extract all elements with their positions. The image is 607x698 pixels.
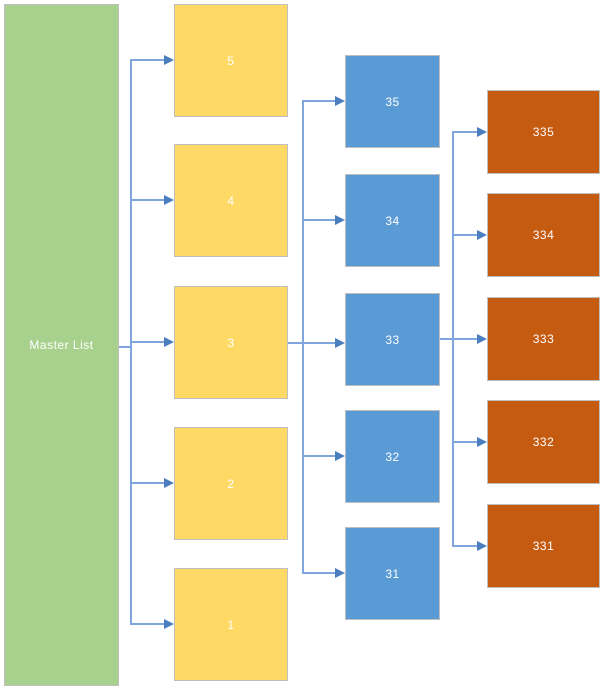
arrowhead-to-node-331 <box>477 541 487 551</box>
arrowhead-to-node-332 <box>477 437 487 447</box>
node-5-label: 5 <box>227 53 235 68</box>
node-32[interactable]: 32 <box>345 410 440 503</box>
arrowhead-to-node-32 <box>335 451 345 461</box>
node-2-label: 2 <box>227 476 235 491</box>
arrowhead-to-node-3 <box>164 337 174 347</box>
node-master-list-label: Master List <box>29 338 94 352</box>
connector-node-33-to-node-333 <box>440 338 477 340</box>
connector-to-node-1 <box>130 623 165 625</box>
node-334-label: 334 <box>532 228 555 242</box>
connector-to-node-3 <box>130 341 165 343</box>
node-35-label: 35 <box>385 94 400 109</box>
connector-node-3-to-node-33 <box>288 342 335 344</box>
connector-to-node-35 <box>302 100 336 102</box>
node-332-label: 332 <box>532 435 555 449</box>
arrowhead-to-node-334 <box>477 230 487 240</box>
node-31[interactable]: 31 <box>345 527 440 620</box>
node-33[interactable]: 33 <box>345 293 440 386</box>
node-33-label: 33 <box>385 332 400 347</box>
connector-trunk-level2 <box>302 101 304 574</box>
connector-to-node-332 <box>452 441 478 443</box>
node-334[interactable]: 334 <box>487 193 600 277</box>
arrowhead-to-node-31 <box>335 568 345 578</box>
connector-to-node-4 <box>130 199 165 201</box>
node-34[interactable]: 34 <box>345 174 440 267</box>
node-335[interactable]: 335 <box>487 90 600 174</box>
node-3[interactable]: 3 <box>174 286 288 399</box>
node-331-label: 331 <box>532 539 555 553</box>
arrowhead-to-node-333 <box>477 334 487 344</box>
connector-to-node-335 <box>452 131 478 133</box>
node-4-label: 4 <box>227 193 235 208</box>
connector-to-node-5 <box>130 59 165 61</box>
node-4[interactable]: 4 <box>174 144 288 257</box>
node-31-label: 31 <box>385 566 400 581</box>
arrowhead-to-node-1 <box>164 619 174 629</box>
arrowhead-to-node-5 <box>164 55 174 65</box>
node-333[interactable]: 333 <box>487 297 600 381</box>
connector-master-stub <box>119 346 132 348</box>
connector-to-node-34 <box>302 219 336 221</box>
arrowhead-to-node-2 <box>164 478 174 488</box>
node-master-list[interactable]: Master List <box>4 4 119 686</box>
node-1[interactable]: 1 <box>174 568 288 681</box>
node-35[interactable]: 35 <box>345 55 440 148</box>
node-3-label: 3 <box>227 335 235 350</box>
connector-to-node-31 <box>302 572 336 574</box>
node-335-label: 335 <box>532 125 555 139</box>
connector-to-node-331 <box>452 545 478 547</box>
node-333-label: 333 <box>532 332 555 346</box>
node-331[interactable]: 331 <box>487 504 600 588</box>
arrowhead-to-node-4 <box>164 195 174 205</box>
connector-to-node-334 <box>452 234 478 236</box>
arrowhead-to-node-34 <box>335 215 345 225</box>
connector-to-node-2 <box>130 482 165 484</box>
node-5[interactable]: 5 <box>174 4 288 117</box>
arrowhead-to-node-33 <box>335 338 345 348</box>
node-34-label: 34 <box>385 213 400 228</box>
node-2[interactable]: 2 <box>174 427 288 540</box>
node-332[interactable]: 332 <box>487 400 600 484</box>
connector-to-node-32 <box>302 455 336 457</box>
arrowhead-to-node-335 <box>477 127 487 137</box>
arrowhead-to-node-35 <box>335 96 345 106</box>
node-32-label: 32 <box>385 449 400 464</box>
node-1-label: 1 <box>227 617 235 632</box>
